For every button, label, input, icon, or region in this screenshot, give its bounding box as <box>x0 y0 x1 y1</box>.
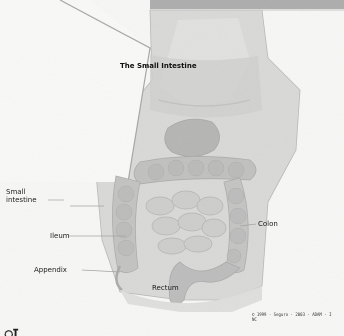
corner-mark: ा <box>4 322 18 336</box>
label-appendix: Appendix <box>34 266 67 274</box>
copyright-credit: © 1999 · Seguro · 2003 · ADAM · INC <box>252 312 332 322</box>
label-rectum: Rectum <box>152 284 179 292</box>
label-small-intestine: Small intestine <box>6 188 37 204</box>
label-colon: Colon <box>258 220 278 228</box>
label-ileum: Ileum <box>50 232 70 240</box>
figure-title: The Small Intestine <box>120 62 197 70</box>
